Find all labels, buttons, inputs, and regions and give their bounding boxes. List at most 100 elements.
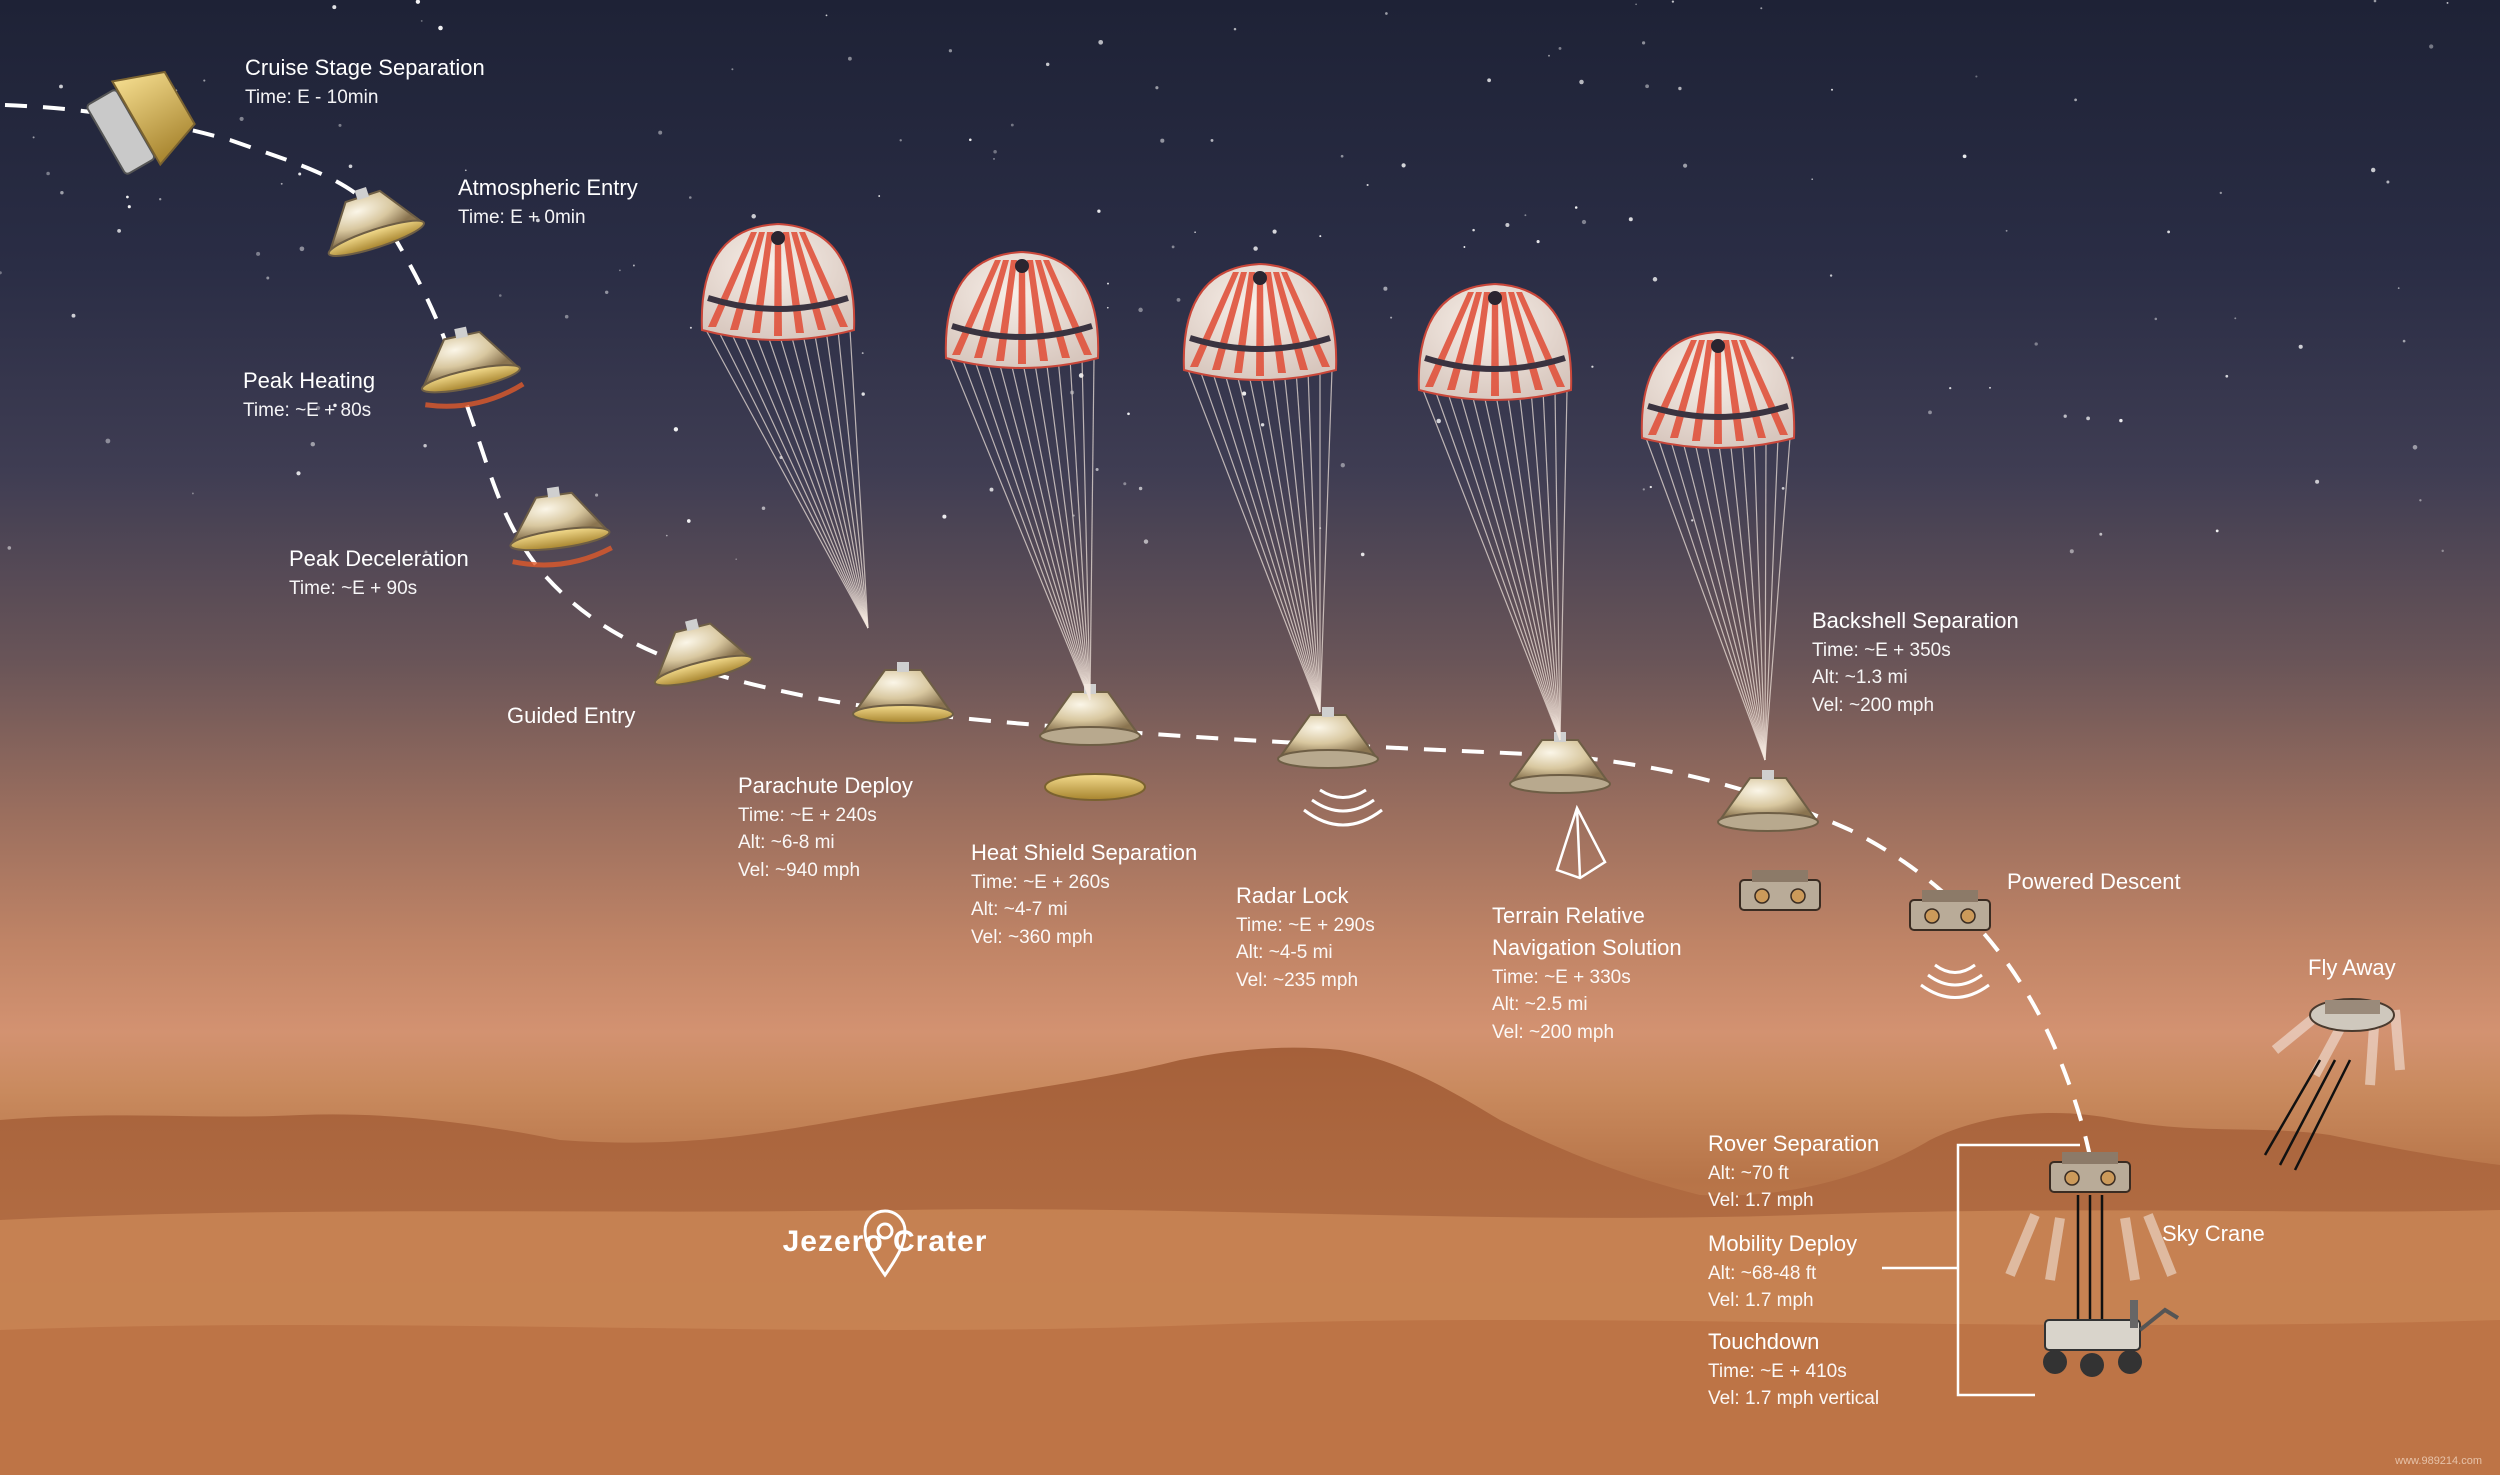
label-powered-descent: Powered Descent [2007,869,2181,894]
star [2402,339,2406,343]
star [1253,246,1258,251]
heat-shield-icon [1044,773,1146,801]
star [1272,229,1277,234]
star [2397,287,2400,289]
star [2225,374,2229,378]
star [1340,463,1345,468]
star [415,0,421,4]
star [369,92,373,95]
star [1242,391,1247,396]
star [1097,209,1101,213]
star [7,546,12,550]
star [1385,12,1388,15]
star [1155,86,1159,90]
star [1791,356,1794,360]
parachute-icon [1640,330,1796,761]
radar-waves-icon [1303,788,1383,827]
powered-descent-waves-icon [1920,963,1990,999]
star [423,443,427,448]
star [993,149,997,154]
star [1472,228,1475,232]
star [658,130,663,135]
star [424,550,428,554]
star [942,514,947,519]
star [1487,78,1491,83]
star [1098,39,1104,45]
star [2412,445,2418,450]
star [438,25,443,31]
star [899,139,902,142]
descent-stage-icon [2049,1152,2131,1193]
star [2446,1,2449,4]
star [126,195,129,199]
fly-away-icon [2263,998,2405,1171]
star [2005,229,2008,232]
star [1949,386,1952,390]
star [315,405,321,411]
star [1524,214,1527,217]
star [2069,549,2074,554]
star [1574,206,1578,209]
capsule-icon [1277,707,1379,769]
star [1436,418,1441,424]
star [1628,217,1633,222]
capsule-icon [509,486,613,568]
star [105,438,111,444]
star [2386,180,2390,184]
star [2373,0,2377,3]
star [735,558,738,561]
star [420,19,423,22]
star [564,314,569,319]
star [1210,138,1214,142]
star [1781,487,1785,490]
parachute-icon [700,222,869,629]
star [338,123,342,127]
star [296,471,301,476]
star [2063,414,2067,418]
star [117,229,121,233]
star [861,352,864,355]
star [2234,317,2237,320]
star [1962,154,1967,159]
star [1107,282,1109,285]
star [665,534,668,537]
star [878,195,881,197]
star [761,506,766,511]
credit-watermark: www.989214.com [2395,1455,2482,1467]
star [1649,485,1652,489]
star [969,138,972,142]
star [1176,298,1181,302]
star [1536,240,1540,244]
star [848,56,852,61]
star [2419,499,2422,502]
star [1123,482,1127,486]
star [673,427,679,432]
star [1642,488,1645,491]
star [2429,44,2434,49]
descent-stage-icon [1739,870,1821,911]
parachute-icon [1417,282,1573,741]
star [1340,154,1344,158]
star [595,493,599,497]
star [332,5,337,10]
capsule-icon [653,618,753,687]
star [2167,230,2171,234]
star [1928,410,1932,415]
star [1010,123,1014,127]
star [1548,54,1550,57]
star [32,136,35,139]
star [1383,286,1388,291]
star [1095,467,1099,472]
rover-icon [2043,1300,2180,1377]
star [1811,178,1814,181]
star [1401,163,1406,168]
star [2298,344,2303,349]
star [239,116,244,121]
star [333,403,337,408]
star [1138,307,1143,313]
